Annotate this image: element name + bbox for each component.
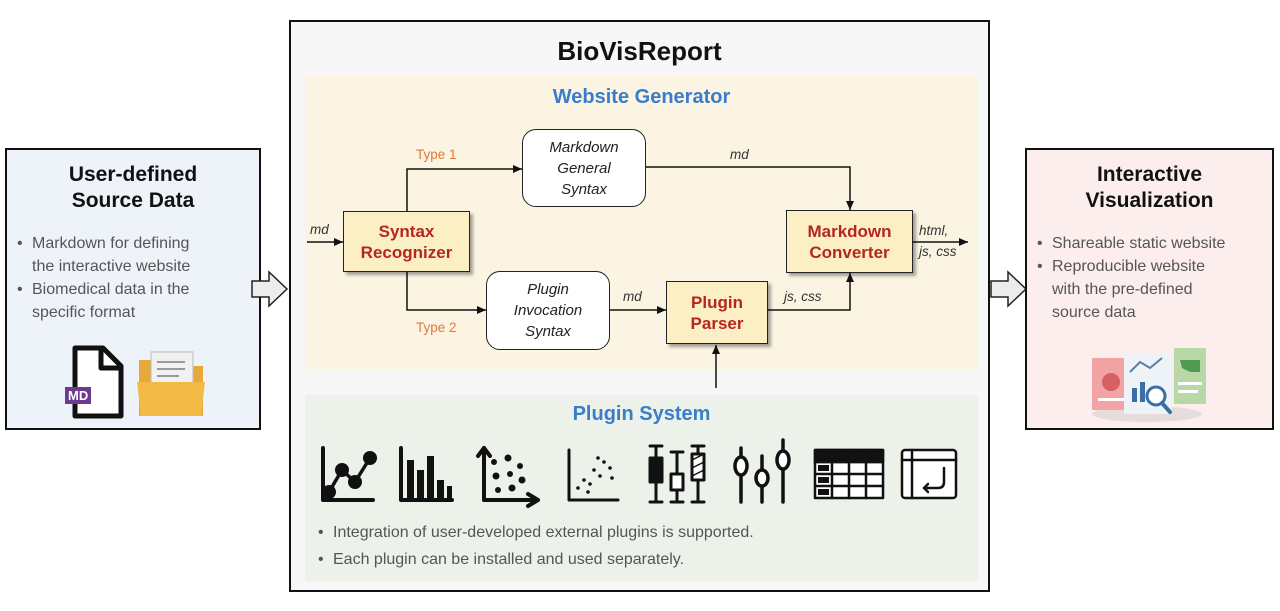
bullet-item: Shareable static website <box>1037 232 1225 255</box>
jscss-label: js, css <box>784 289 822 304</box>
md-to-converter-arrow <box>646 166 854 210</box>
visualization-title: Interactive Visualization <box>1027 162 1272 214</box>
plugin-note-item: Integration of user-developed external p… <box>318 519 754 546</box>
type1-label: Type 1 <box>416 147 457 162</box>
source-data-panel: User-defined Source Data Markdown for de… <box>5 148 261 430</box>
source-data-title: User-defined Source Data <box>7 162 259 214</box>
source-data-title-line1: User-defined <box>68 163 198 186</box>
output-js-label: js, css <box>919 244 957 259</box>
output-html-label: html, <box>919 223 949 238</box>
input-md-label: md <box>310 222 329 237</box>
dot-matrix-chart-icon <box>476 446 540 508</box>
diagram-canvas-icon <box>900 448 958 500</box>
plugin-system-title: Plugin System <box>572 403 711 425</box>
box-plot-icon <box>648 444 706 504</box>
website-generator-title: Website Generator <box>552 86 731 108</box>
visualization-title-line1: Interactive <box>1096 163 1203 186</box>
visualization-bullets: Shareable static website Reproducible we… <box>1037 232 1225 324</box>
md-top-label: md <box>730 147 749 162</box>
jscss-to-converter-arrow <box>768 273 854 311</box>
type2-label: Type 2 <box>416 320 457 335</box>
md-badge: MD <box>65 387 92 404</box>
input-arrow-icon <box>251 270 289 308</box>
folder-icon <box>137 351 205 416</box>
plugin-notes: Integration of user-developed external p… <box>318 519 754 573</box>
visualization-title-line2: Visualization <box>1085 189 1214 212</box>
visualization-panel: Interactive Visualization Shareable stat… <box>1025 148 1274 430</box>
report-illustration-icon <box>1092 348 1206 422</box>
plugin-note-item: Each plugin can be installed and used se… <box>318 546 754 573</box>
type2-arrow <box>406 272 486 314</box>
bar-chart-icon <box>399 446 454 502</box>
scatter-plot-icon <box>567 448 620 502</box>
table-icon <box>813 448 885 500</box>
md-mid-label: md <box>623 289 642 304</box>
line-chart-icon <box>321 446 377 502</box>
source-data-title-line2: Source Data <box>71 189 195 212</box>
type1-arrow <box>406 165 522 211</box>
output-arrow-icon <box>990 270 1028 308</box>
main-title: BioVisReport <box>557 36 722 66</box>
lollipop-chart-icon <box>733 438 791 504</box>
